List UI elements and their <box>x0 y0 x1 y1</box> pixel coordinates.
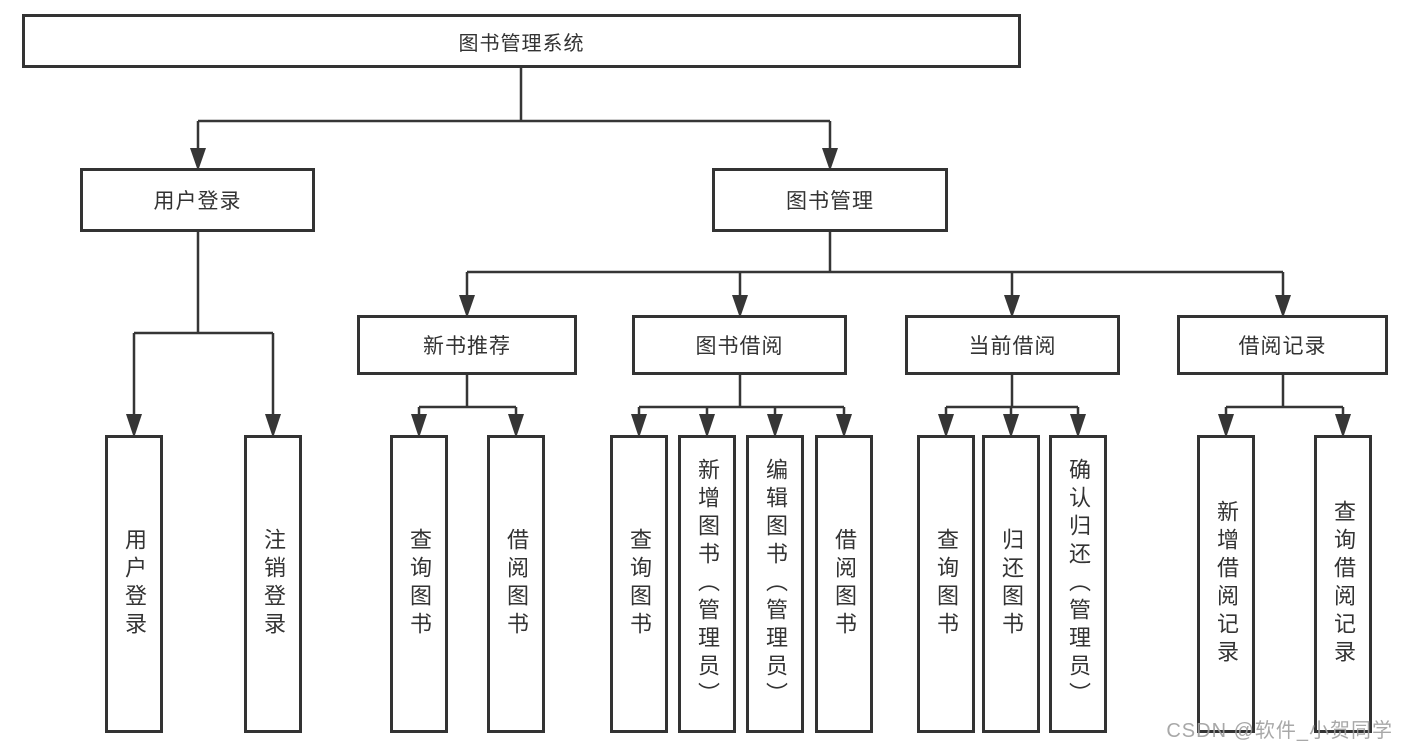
node-book-management: 图书管理 <box>712 168 948 232</box>
node-leaf-return-books: 归还图书 <box>982 435 1040 733</box>
node-leaf-borrow-books: 借阅图书 <box>815 435 873 733</box>
node-library-management-system: 图书管理系统 <box>22 14 1021 68</box>
node-leaf-add-borrow-record: 新增借阅记录 <box>1197 435 1255 733</box>
node-current-borrowing: 当前借阅 <box>905 315 1120 375</box>
node-leaf-query-books-recommend: 查询图书 <box>390 435 448 733</box>
node-leaf-edit-books-admin: 编辑图书（管理员） <box>746 435 804 733</box>
node-leaf-logout: 注销登录 <box>244 435 302 733</box>
node-borrowing-records: 借阅记录 <box>1177 315 1388 375</box>
node-user-login: 用户登录 <box>80 168 315 232</box>
node-leaf-add-books-admin: 新增图书（管理员） <box>678 435 736 733</box>
node-leaf-query-borrow-record: 查询借阅记录 <box>1314 435 1372 733</box>
node-new-book-recommend: 新书推荐 <box>357 315 577 375</box>
node-leaf-borrow-books-recommend: 借阅图书 <box>487 435 545 733</box>
node-book-borrowing: 图书借阅 <box>632 315 847 375</box>
node-leaf-confirm-return-admin: 确认归还（管理员） <box>1049 435 1107 733</box>
node-leaf-user-login: 用户登录 <box>105 435 163 733</box>
csdn-watermark: CSDN @软件_小贺同学 <box>1166 720 1393 742</box>
node-leaf-query-books-current: 查询图书 <box>917 435 975 733</box>
node-leaf-query-books-borrow: 查询图书 <box>610 435 668 733</box>
